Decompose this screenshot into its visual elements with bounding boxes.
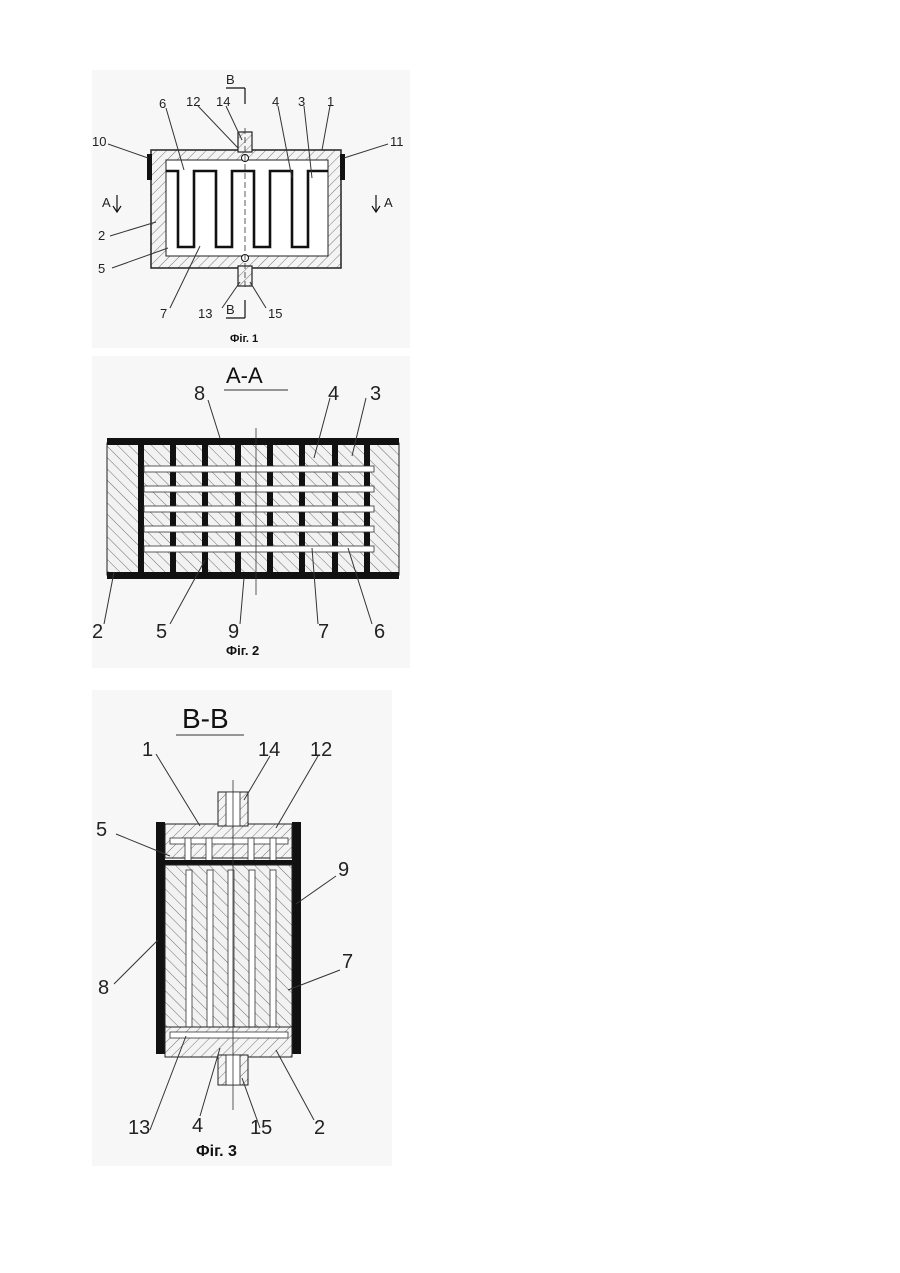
fig1-label-12: 12: [186, 94, 200, 109]
figure-3: B-B: [92, 690, 392, 1166]
fig1-label-6: 6: [159, 96, 166, 111]
fig3-label-12: 12: [310, 739, 332, 761]
fig1-label-4: 4: [272, 94, 279, 109]
fig1-label-7: 7: [160, 306, 167, 321]
fig1-label-5: 5: [98, 261, 105, 276]
bottom-channel-13: [170, 1032, 288, 1038]
fig2-label-4: 4: [328, 383, 339, 405]
fig3-label-15: 15: [250, 1117, 272, 1139]
fig2-label-7: 7: [318, 621, 329, 643]
fig2-label-6: 6: [374, 621, 385, 643]
figure-3-caption: Фіг. 3: [196, 1143, 237, 1160]
inner-cavity: [166, 160, 328, 256]
fig3-label-14: 14: [258, 739, 280, 761]
fig2-label-8: 8: [194, 383, 205, 405]
fig1-label-2: 2: [98, 228, 105, 243]
fig3-label-9: 9: [338, 859, 349, 881]
fig2-label-5: 5: [156, 621, 167, 643]
fig3-label-13: 13: [128, 1117, 150, 1139]
fig3-label-4: 4: [192, 1115, 203, 1137]
figure-2: A-A 8: [92, 356, 410, 668]
fig2-label-2: 2: [92, 621, 103, 643]
fig1-label-11: 11: [390, 134, 404, 149]
fig3-label-7: 7: [342, 951, 353, 973]
figure-2-caption: Фіг. 2: [226, 643, 259, 658]
separator-plate-5: [165, 860, 292, 865]
fig1-label-10: 10: [92, 134, 106, 149]
figure-1: B B A A 6 12 14 4 3 1 10 11 2 5 7 13 15 …: [92, 70, 410, 348]
section-mark-b-top: B: [226, 72, 235, 87]
fig3-label-8: 8: [98, 977, 109, 999]
plate-bottom-9: [107, 572, 399, 579]
fig3-label-5: 5: [96, 819, 107, 841]
fig1-label-15: 15: [268, 306, 282, 321]
section-title-a-a: A-A: [226, 363, 263, 388]
fig1-label-1: 1: [327, 94, 334, 109]
section-mark-a-right: A: [384, 195, 393, 210]
side-plate-8: [156, 822, 165, 1054]
section-mark-b-bottom: B: [226, 302, 235, 317]
fig3-label-2: 2: [314, 1117, 325, 1139]
fig2-label-3: 3: [370, 383, 381, 405]
fig1-label-14: 14: [216, 94, 230, 109]
fig3-label-1: 1: [142, 739, 153, 761]
fig1-label-3: 3: [298, 94, 305, 109]
fig1-label-13: 13: [198, 306, 212, 321]
side-plate-9: [292, 822, 301, 1054]
figure-1-caption: Фіг. 1: [230, 333, 258, 345]
fig2-label-9: 9: [228, 621, 239, 643]
section-title-b-b: B-B: [182, 703, 229, 734]
section-mark-a-left: A: [102, 195, 111, 210]
